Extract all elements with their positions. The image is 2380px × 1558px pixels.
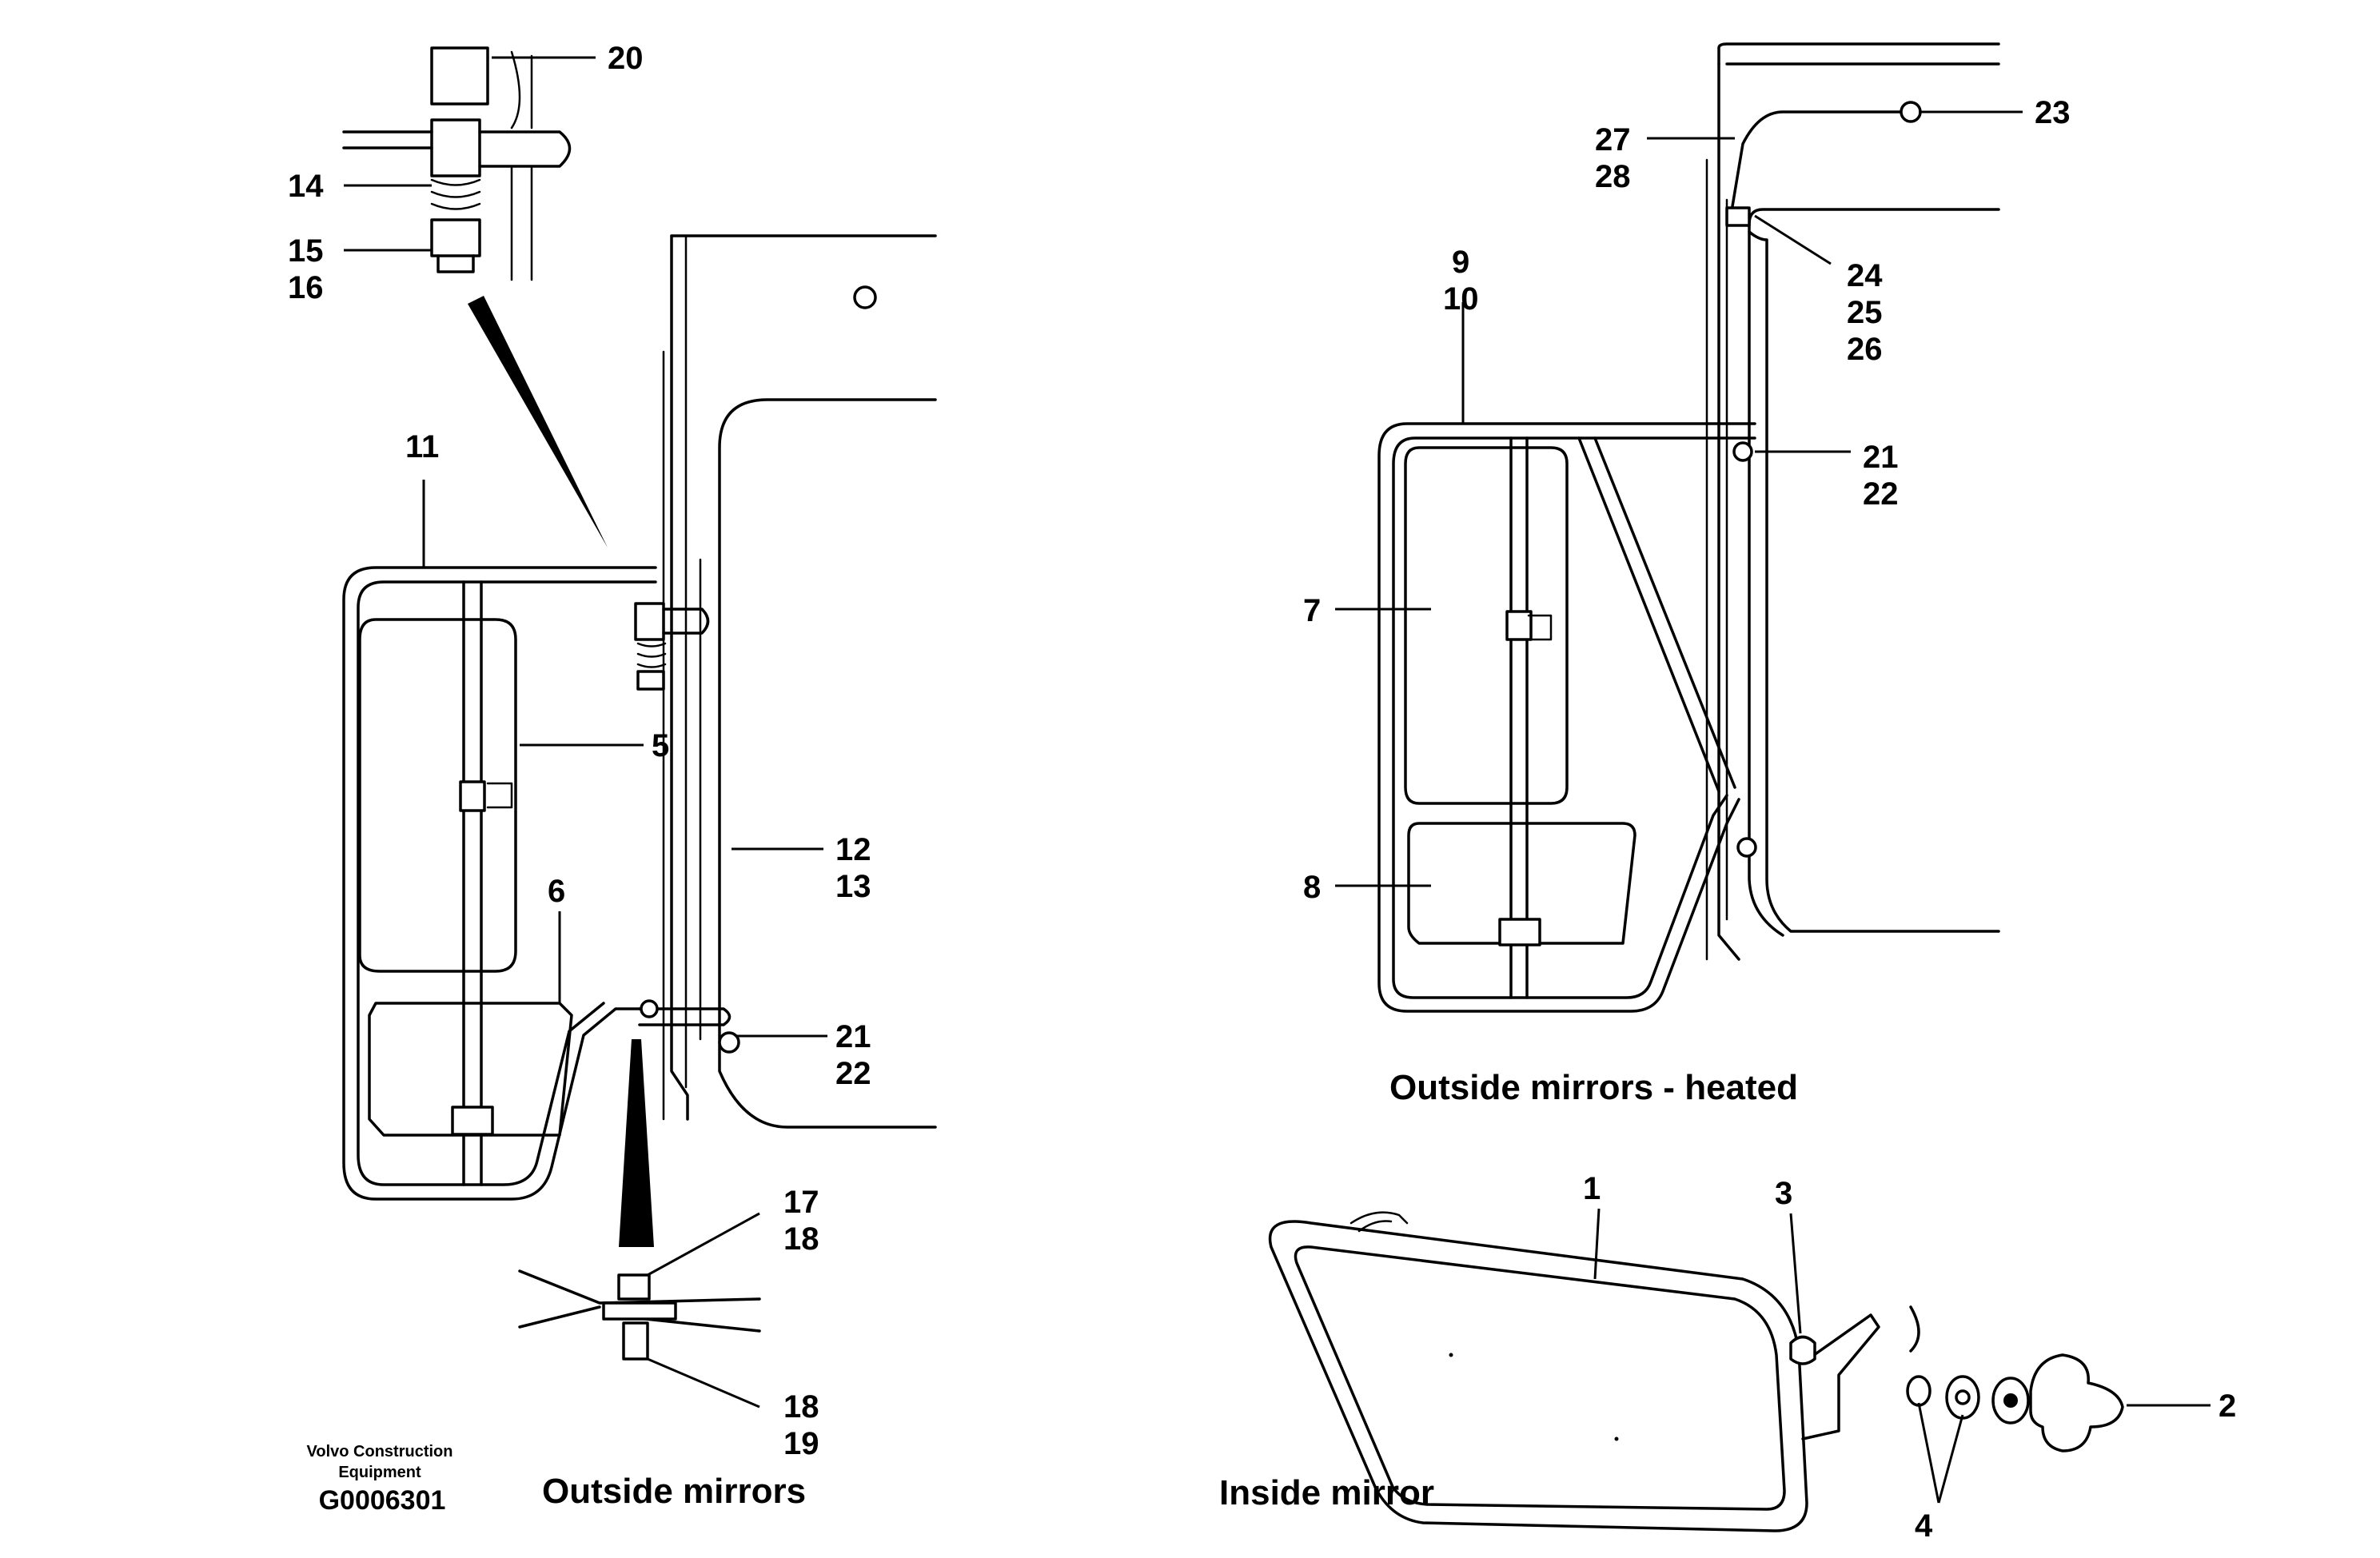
label-16: 16: [288, 270, 324, 305]
label-18-lower: 18: [783, 1389, 819, 1425]
label-23: 23: [2035, 95, 2071, 130]
caption-inside-mirror: Inside mirror: [1219, 1473, 1434, 1512]
label-7: 7: [1303, 593, 1321, 628]
label-4: 4: [1915, 1508, 1933, 1544]
captions: Outside mirrors Outside mirrors - heated…: [542, 1068, 1798, 1512]
label-9: 9: [1452, 245, 1469, 280]
heated-mirror-assembly: [1377, 42, 2000, 1013]
label-17: 17: [783, 1185, 819, 1220]
label-24: 24: [1847, 258, 1883, 293]
leader-lines-heated: [1335, 110, 2023, 887]
label-12: 12: [835, 832, 871, 867]
outside-mirror-assembly: [342, 46, 937, 1361]
label-13: 13: [835, 869, 871, 904]
label-6: 6: [548, 874, 565, 909]
credit-line-1: Volvo Construction: [307, 1443, 453, 1460]
label-22-right: 22: [1863, 476, 1899, 512]
label-26: 26: [1847, 332, 1883, 367]
label-21-left: 21: [835, 1019, 871, 1054]
label-27: 27: [1595, 122, 1631, 157]
label-10: 10: [1443, 281, 1479, 317]
label-8: 8: [1303, 870, 1321, 905]
credit-line-2: Equipment: [338, 1464, 421, 1481]
label-15: 15: [288, 233, 324, 269]
inside-mirror-assembly: [1268, 1211, 2124, 1532]
label-28: 28: [1595, 159, 1631, 194]
label-25: 25: [1847, 295, 1883, 330]
leader-lines-inside: [1593, 1208, 2211, 1504]
caption-outside-mirrors: Outside mirrors: [542, 1472, 806, 1511]
label-5: 5: [652, 728, 669, 763]
label-21-right: 21: [1863, 440, 1899, 475]
credit-block: Volvo Construction Equipment G0006301: [307, 1443, 453, 1516]
label-2: 2: [2219, 1389, 2236, 1424]
label-14: 14: [288, 169, 324, 204]
drawing-code: G0006301: [319, 1485, 446, 1516]
label-19: 19: [783, 1426, 819, 1461]
leader-lines-left: [344, 56, 827, 1409]
label-22-left: 22: [835, 1056, 871, 1091]
label-11: 11: [405, 429, 439, 464]
label-20: 20: [608, 41, 644, 76]
part-labels: 20 14 15 16 11 5 6 12 13 21 22 17 18 18 …: [288, 41, 2236, 1544]
label-3: 3: [1775, 1176, 1792, 1211]
label-18-upper: 18: [783, 1221, 819, 1257]
caption-outside-mirrors-heated: Outside mirrors - heated: [1389, 1068, 1798, 1107]
label-1: 1: [1583, 1171, 1601, 1206]
